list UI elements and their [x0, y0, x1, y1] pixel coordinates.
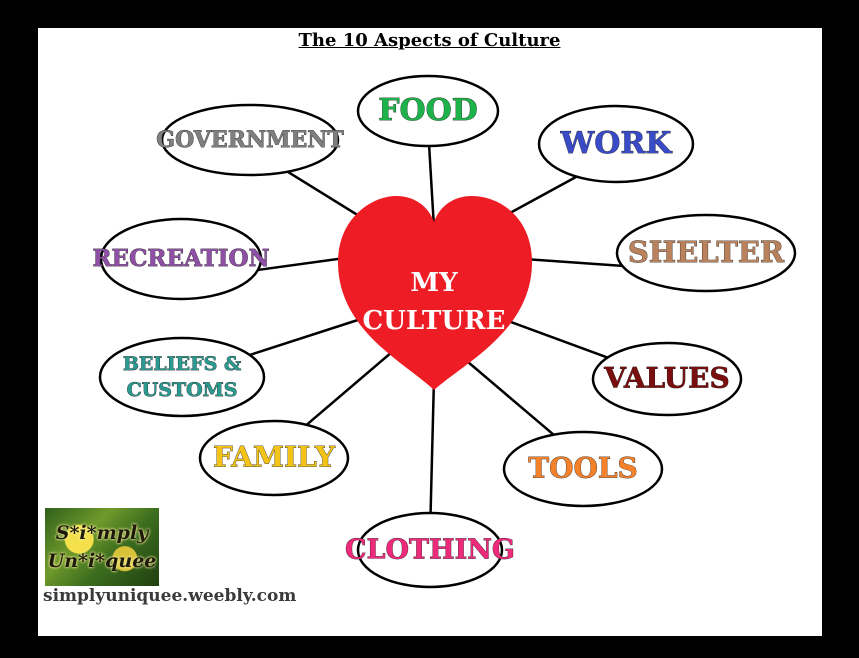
aspect-node-values: VALUES [591, 341, 743, 417]
aspect-label-shelter: SHELTER [628, 235, 785, 269]
aspect-label-recreation: RECREATION [92, 245, 269, 272]
aspect-label-beliefs-customs-line-2: CUSTOMS [127, 379, 238, 401]
aspect-node-work: WORK [537, 104, 695, 184]
aspect-ellipse-recreation [99, 217, 263, 301]
aspect-ellipse-beliefs-customs [98, 336, 266, 418]
aspect-ellipse-tools [502, 430, 664, 508]
heart-shape [338, 196, 532, 390]
aspect-label-family: FAMILY [213, 441, 336, 474]
aspect-node-government: GOVERNMENT [156, 103, 345, 177]
connector-family [305, 351, 393, 426]
connector-beliefs-customs [249, 316, 365, 357]
logo-line-2: Un*i*quee [47, 550, 157, 572]
simply-uniquee-logo: S*i*mply Un*i*quee [45, 508, 159, 586]
center-label-line-2: CULTURE [363, 306, 506, 336]
aspect-label-food: FOOD [378, 93, 478, 128]
diagram-title: The 10 Aspects of Culture [298, 30, 561, 51]
center-label-line-1: MY [410, 268, 458, 298]
connector-tools [467, 361, 555, 436]
aspect-ellipse-family [198, 419, 350, 497]
aspect-node-recreation: RECREATION [92, 217, 270, 301]
aspect-ellipse-food [356, 74, 500, 148]
aspect-label-tools: TOOLS [528, 452, 638, 485]
aspect-ellipse-shelter [615, 213, 797, 293]
aspect-node-tools: TOOLS [502, 430, 664, 508]
aspect-node-clothing: CLOTHING [345, 511, 515, 589]
logo-line-1: S*i*mply [55, 522, 149, 544]
aspect-node-food: FOOD [356, 74, 500, 148]
site-url: simplyuniquee.weebly.com [43, 586, 297, 606]
aspect-label-values: VALUES [603, 362, 729, 395]
aspect-ellipse-work [537, 104, 695, 184]
aspect-label-government: GOVERNMENT [156, 127, 344, 153]
aspect-label-work: WORK [560, 126, 673, 161]
aspect-node-family: FAMILY [198, 419, 350, 497]
aspect-label-beliefs-customs-line-1: BELIEFS & [123, 353, 241, 375]
connector-values [499, 316, 608, 359]
aspect-node-beliefs-customs: BELIEFS & CUSTOMS [98, 336, 266, 418]
aspect-ellipse-government [160, 103, 340, 177]
aspect-ellipse-values [591, 341, 743, 417]
connector-clothing [429, 377, 436, 514]
aspect-label-clothing: CLOTHING [345, 535, 515, 566]
connector-recreation [257, 256, 346, 272]
connector-food [427, 145, 436, 229]
aspect-node-shelter: SHELTER [615, 213, 797, 293]
aspect-ellipse-clothing [356, 511, 504, 589]
